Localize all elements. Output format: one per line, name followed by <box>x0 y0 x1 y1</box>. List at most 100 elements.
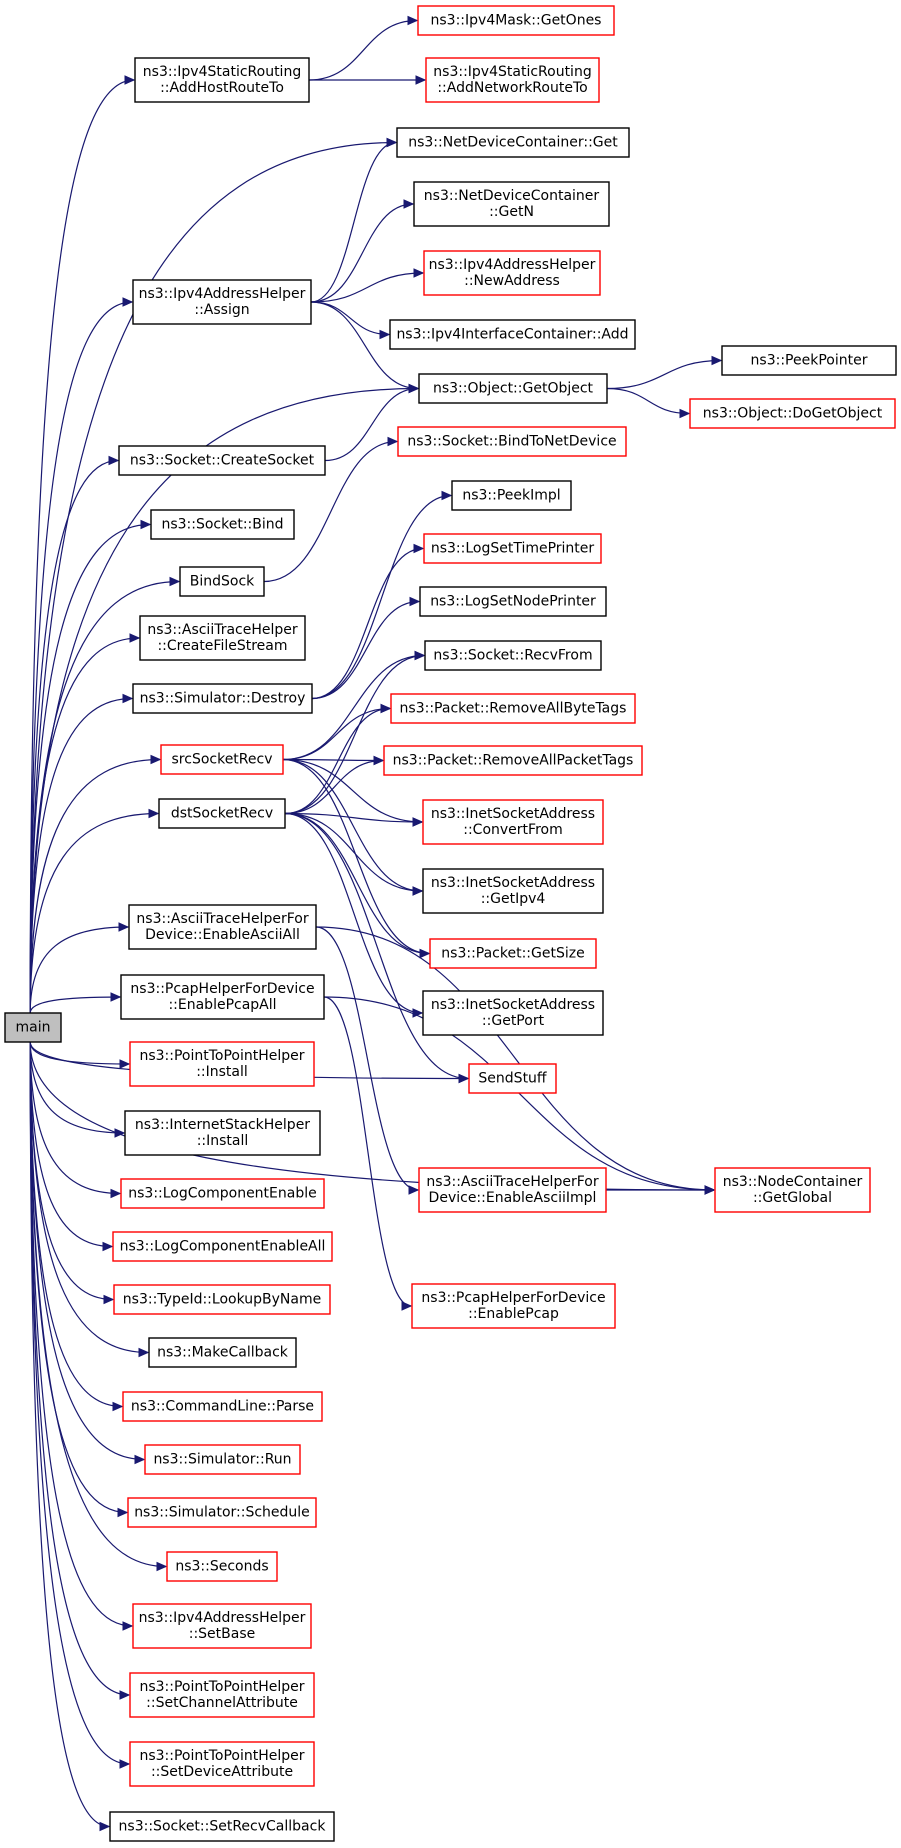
node-ipv4static-addnetwork[interactable]: ns3::Ipv4StaticRouting::AddNetworkRouteT… <box>425 57 600 103</box>
node-seconds[interactable]: ns3::Seconds <box>166 1551 278 1582</box>
edge-pcaphelperfordevice-enablepcapall-to-pcaphelperfordevice-enablepcap <box>323 996 412 1307</box>
node-socket-recvfrom[interactable]: ns3::Socket::RecvFrom <box>424 640 602 671</box>
node-dstsocketrecv[interactable]: dstSocketRecv <box>158 798 286 829</box>
node-ipv4static-addhost[interactable]: ns3::Ipv4StaticRouting::AddHostRouteTo <box>134 57 310 103</box>
node-ipv4addrhelper-newaddress[interactable]: ns3::Ipv4AddressHelper::NewAddress <box>423 250 601 296</box>
node-simulator-destroy[interactable]: ns3::Simulator::Destroy <box>132 683 313 714</box>
edge-asciitracefordevice-enableasciiall-to-asciitracefordevice-enableasciiimpl <box>315 926 419 1191</box>
edge-object-getobject-to-object-dogetobject <box>606 387 690 415</box>
node-logcomponentenableall[interactable]: ns3::LogComponentEnableAll <box>112 1231 333 1262</box>
node-socket-bind[interactable]: ns3::Socket::Bind <box>150 509 295 540</box>
node-object-dogetobject[interactable]: ns3::Object::DoGetObject <box>689 398 896 429</box>
node-socket-bindtonetdevice[interactable]: ns3::Socket::BindToNetDevice <box>397 426 627 457</box>
node-label: ns3::Packet::GetSize <box>441 946 584 962</box>
node-logsetnodeprinter[interactable]: ns3::LogSetNodePrinter <box>419 586 607 617</box>
node-label: Device::EnableAsciiImpl <box>429 1190 597 1206</box>
node-srcsocketrecv[interactable]: srcSocketRecv <box>160 744 284 775</box>
node-p2phelper-setdeviceattribute[interactable]: ns3::PointToPointHelper::SetDeviceAttrib… <box>129 1741 315 1787</box>
node-label: ns3::TypeId::LookupByName <box>123 1292 321 1308</box>
node-netdevcont-getn[interactable]: ns3::NetDeviceContainer::GetN <box>413 181 610 227</box>
node-pcaphelperfordevice-enablepcap[interactable]: ns3::PcapHelperForDevice::EnablePcap <box>411 1283 616 1329</box>
node-label: ::GetGlobal <box>753 1190 832 1206</box>
node-pcaphelperfordevice-enablepcapall[interactable]: ns3::PcapHelperForDevice::EnablePcapAll <box>120 974 325 1020</box>
node-label: ns3::Ipv4AddressHelper <box>139 286 306 302</box>
node-bindsock[interactable]: BindSock <box>179 566 265 597</box>
node-label: ::NewAddress <box>464 273 560 289</box>
node-label: ns3::Seconds <box>175 1559 268 1575</box>
edge-dstsocketrecv-to-packet-removeallpackettags <box>284 759 384 815</box>
node-box <box>429 938 597 969</box>
node-label: ns3::LogSetNodePrinter <box>430 594 596 610</box>
node-box <box>128 904 317 950</box>
node-p2phelper-setchannelattribute[interactable]: ns3::PointToPointHelper::SetChannelAttri… <box>129 1672 315 1718</box>
edge-asciitracefordevice-enableasciiall-to-asciitracefordevice-enableasciiimpl-arrowhead <box>408 1185 420 1195</box>
node-label: ns3::Ipv4Mask::GetOnes <box>431 13 602 29</box>
node-inetsock-getipv4[interactable]: ns3::InetSocketAddress::GetIpv4 <box>422 868 604 914</box>
node-main[interactable]: main <box>4 1012 62 1043</box>
node-typeid-lookupbyname[interactable]: ns3::TypeId::LookupByName <box>113 1284 331 1315</box>
edge-srcsocketrecv-to-packet-removeallpackettags <box>282 758 384 762</box>
node-box <box>139 615 306 661</box>
node-label: ns3::PeekPointer <box>751 353 868 369</box>
node-box <box>129 1041 315 1087</box>
edge-main-to-ipv4addrhelper-setbase-arrowhead <box>122 1621 134 1631</box>
node-simulator-schedule[interactable]: ns3::Simulator::Schedule <box>127 1497 317 1528</box>
edge-main-to-logcomponentenable-arrowhead <box>110 1188 122 1199</box>
node-label: ns3::Ipv4StaticRouting <box>143 64 301 80</box>
node-packet-removeallbytetags[interactable]: ns3::Packet::RemoveAllByteTags <box>390 693 636 724</box>
node-inetsock-convertfrom[interactable]: ns3::InetSocketAddress::ConvertFrom <box>422 799 604 845</box>
node-logsettimeprinter[interactable]: ns3::LogSetTimePrinter <box>423 533 602 564</box>
node-label: ns3::PointToPointHelper <box>139 1748 304 1764</box>
node-simulator-run[interactable]: ns3::Simulator::Run <box>144 1444 301 1475</box>
node-socket-createsocket[interactable]: ns3::Socket::CreateSocket <box>118 445 326 476</box>
node-label: ns3::Packet::RemoveAllPacketTags <box>393 753 634 769</box>
node-label: ns3::InternetStackHelper <box>135 1117 310 1133</box>
edge-main-to-socket-setrecvcallback <box>29 1041 110 1828</box>
node-asciitrace-createfilestream[interactable]: ns3::AsciiTraceHelper::CreateFileStream <box>139 615 306 661</box>
edge-main-to-ipv4static-addhost-arrowhead <box>124 75 136 85</box>
node-logcomponentenable[interactable]: ns3::LogComponentEnable <box>120 1178 325 1209</box>
node-object-getobject[interactable]: ns3::Object::GetObject <box>418 373 608 404</box>
node-box <box>419 586 607 617</box>
node-makecallback[interactable]: ns3::MakeCallback <box>148 1337 297 1368</box>
node-sendstuff[interactable]: SendStuff <box>468 1063 557 1094</box>
node-label: ns3::Ipv4AddressHelper <box>429 257 596 273</box>
node-box <box>396 127 630 158</box>
node-asciitracefordevice-enableasciiall[interactable]: ns3::AsciiTraceHelperForDevice::EnableAs… <box>128 904 317 950</box>
node-box <box>150 509 295 540</box>
node-asciitracefordevice-enableasciiimpl[interactable]: ns3::AsciiTraceHelperForDevice::EnableAs… <box>418 1167 607 1213</box>
node-commandline-parse[interactable]: ns3::CommandLine::Parse <box>122 1391 323 1422</box>
edge-main-to-makecallback <box>29 1041 149 1354</box>
node-peekpointer[interactable]: ns3::PeekPointer <box>721 345 897 376</box>
node-internetstackhelper-install[interactable]: ns3::InternetStackHelper::Install <box>124 1110 321 1156</box>
node-label: ns3::Simulator::Schedule <box>134 1505 310 1521</box>
node-label: ns3::PcapHelperForDevice <box>421 1290 605 1306</box>
node-packet-getsize[interactable]: ns3::Packet::GetSize <box>429 938 597 969</box>
edge-main-to-dstsocketrecv-arrowhead <box>148 808 160 819</box>
node-box <box>422 990 604 1036</box>
node-box <box>109 1811 335 1842</box>
node-box <box>158 798 286 829</box>
node-netdevcont-get[interactable]: ns3::NetDeviceContainer::Get <box>396 127 630 158</box>
edge-main-to-p2phelper-setdeviceattribute <box>29 1041 130 1765</box>
node-ipv4addrhelper-setbase[interactable]: ns3::Ipv4AddressHelper::SetBase <box>132 1603 312 1649</box>
node-peekimpl[interactable]: ns3::PeekImpl <box>451 480 572 511</box>
edge-main-to-asciitracefordevice-enableasciiall <box>29 926 129 1014</box>
node-label: ::AddHostRouteTo <box>160 80 284 96</box>
edge-ipv4addrhelper-assign-to-netdevcont-get-arrowhead <box>386 137 398 148</box>
node-label: srcSocketRecv <box>172 752 273 768</box>
node-ipv4addrhelper-assign[interactable]: ns3::Ipv4AddressHelper::Assign <box>132 279 312 325</box>
node-p2phelper-install[interactable]: ns3::PointToPointHelper::Install <box>129 1041 315 1087</box>
node-box <box>166 1551 278 1582</box>
node-socket-setrecvcallback[interactable]: ns3::Socket::SetRecvCallback <box>109 1811 335 1842</box>
node-label: ns3::Ipv4StaticRouting <box>433 64 591 80</box>
node-box <box>397 426 627 457</box>
node-nodecontainer-getglobal[interactable]: ns3::NodeContainer::GetGlobal <box>714 1167 871 1213</box>
node-ipv4mask-getones[interactable]: ns3::Ipv4Mask::GetOnes <box>417 5 615 36</box>
edge-main-to-simulator-destroy-arrowhead <box>122 693 134 704</box>
node-ipv4ifcont-add[interactable]: ns3::Ipv4InterfaceContainer::Add <box>389 319 636 350</box>
edge-ipv4addrhelper-assign-to-netdevcont-getn-arrowhead <box>403 199 415 209</box>
node-packet-removeallpackettags[interactable]: ns3::Packet::RemoveAllPacketTags <box>383 745 643 776</box>
edge-object-getobject-to-peekpointer <box>606 359 722 390</box>
node-inetsock-getport[interactable]: ns3::InetSocketAddress::GetPort <box>422 990 604 1036</box>
